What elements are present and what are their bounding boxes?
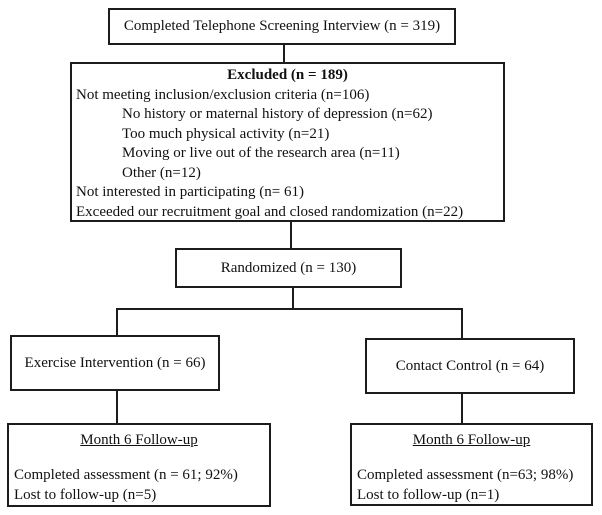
control-arm-label: Contact Control (n = 64) bbox=[395, 357, 545, 374]
connector-left-branch-drop bbox=[116, 308, 118, 335]
exercise-followup-box: Month 6 Follow-up Completed assessment (… bbox=[7, 423, 271, 507]
followup-line: Lost to follow-up (n=5) bbox=[14, 487, 157, 503]
followup-line: Completed assessment (n = 61; 92%) bbox=[14, 467, 238, 483]
connector-branch-horizontal bbox=[116, 308, 463, 310]
exercise-followup-title: Month 6 Follow-up bbox=[80, 432, 198, 448]
connector-right-branch-drop bbox=[461, 308, 463, 338]
excluded-line: Too much physical activity (n=21) bbox=[122, 125, 330, 142]
excluded-line: Moving or live out of the research area … bbox=[122, 145, 400, 161]
connector-control-followup bbox=[461, 394, 463, 423]
connector-screening-excluded bbox=[283, 44, 285, 62]
followup-line: Lost to follow-up (n=1) bbox=[357, 487, 500, 503]
excluded-line: Exceeded our recruitment goal and closed… bbox=[76, 203, 464, 220]
excluded-line: Not meeting inclusion/exclusion criteria… bbox=[76, 86, 370, 103]
exercise-arm-box: Exercise Intervention (n = 66) bbox=[10, 335, 220, 391]
connector-excluded-randomized bbox=[290, 221, 292, 248]
randomized-box: Randomized (n = 130) bbox=[175, 248, 402, 288]
control-followup-lines: Completed assessment (n=63; 98%) Lost to… bbox=[352, 465, 591, 505]
excluded-line: Not interested in participating (n= 61) bbox=[76, 184, 304, 200]
connector-randomized-stem bbox=[292, 287, 294, 308]
exercise-followup-lines: Completed assessment (n = 61; 92%) Lost … bbox=[9, 465, 269, 505]
excluded-title: Excluded (n = 189) bbox=[227, 67, 348, 83]
followup-line: Completed assessment (n=63; 98%) bbox=[357, 467, 574, 483]
excluded-line: Other (n=12) bbox=[122, 164, 201, 181]
randomized-label: Randomized (n = 130) bbox=[220, 259, 357, 276]
connector-exercise-followup bbox=[116, 391, 118, 423]
control-followup-title: Month 6 Follow-up bbox=[412, 432, 531, 448]
control-followup-box: Month 6 Follow-up Completed assessment (… bbox=[350, 423, 593, 506]
excluded-line: No history or maternal history of depres… bbox=[122, 106, 433, 122]
control-arm-box: Contact Control (n = 64) bbox=[365, 338, 575, 394]
exercise-arm-label: Exercise Intervention (n = 66) bbox=[24, 354, 206, 371]
excluded-box: Excluded (n = 189) Not meeting inclusion… bbox=[70, 62, 505, 222]
screening-box: Completed Telephone Screening Interview … bbox=[108, 8, 456, 45]
screening-label: Completed Telephone Screening Interview … bbox=[123, 18, 441, 34]
